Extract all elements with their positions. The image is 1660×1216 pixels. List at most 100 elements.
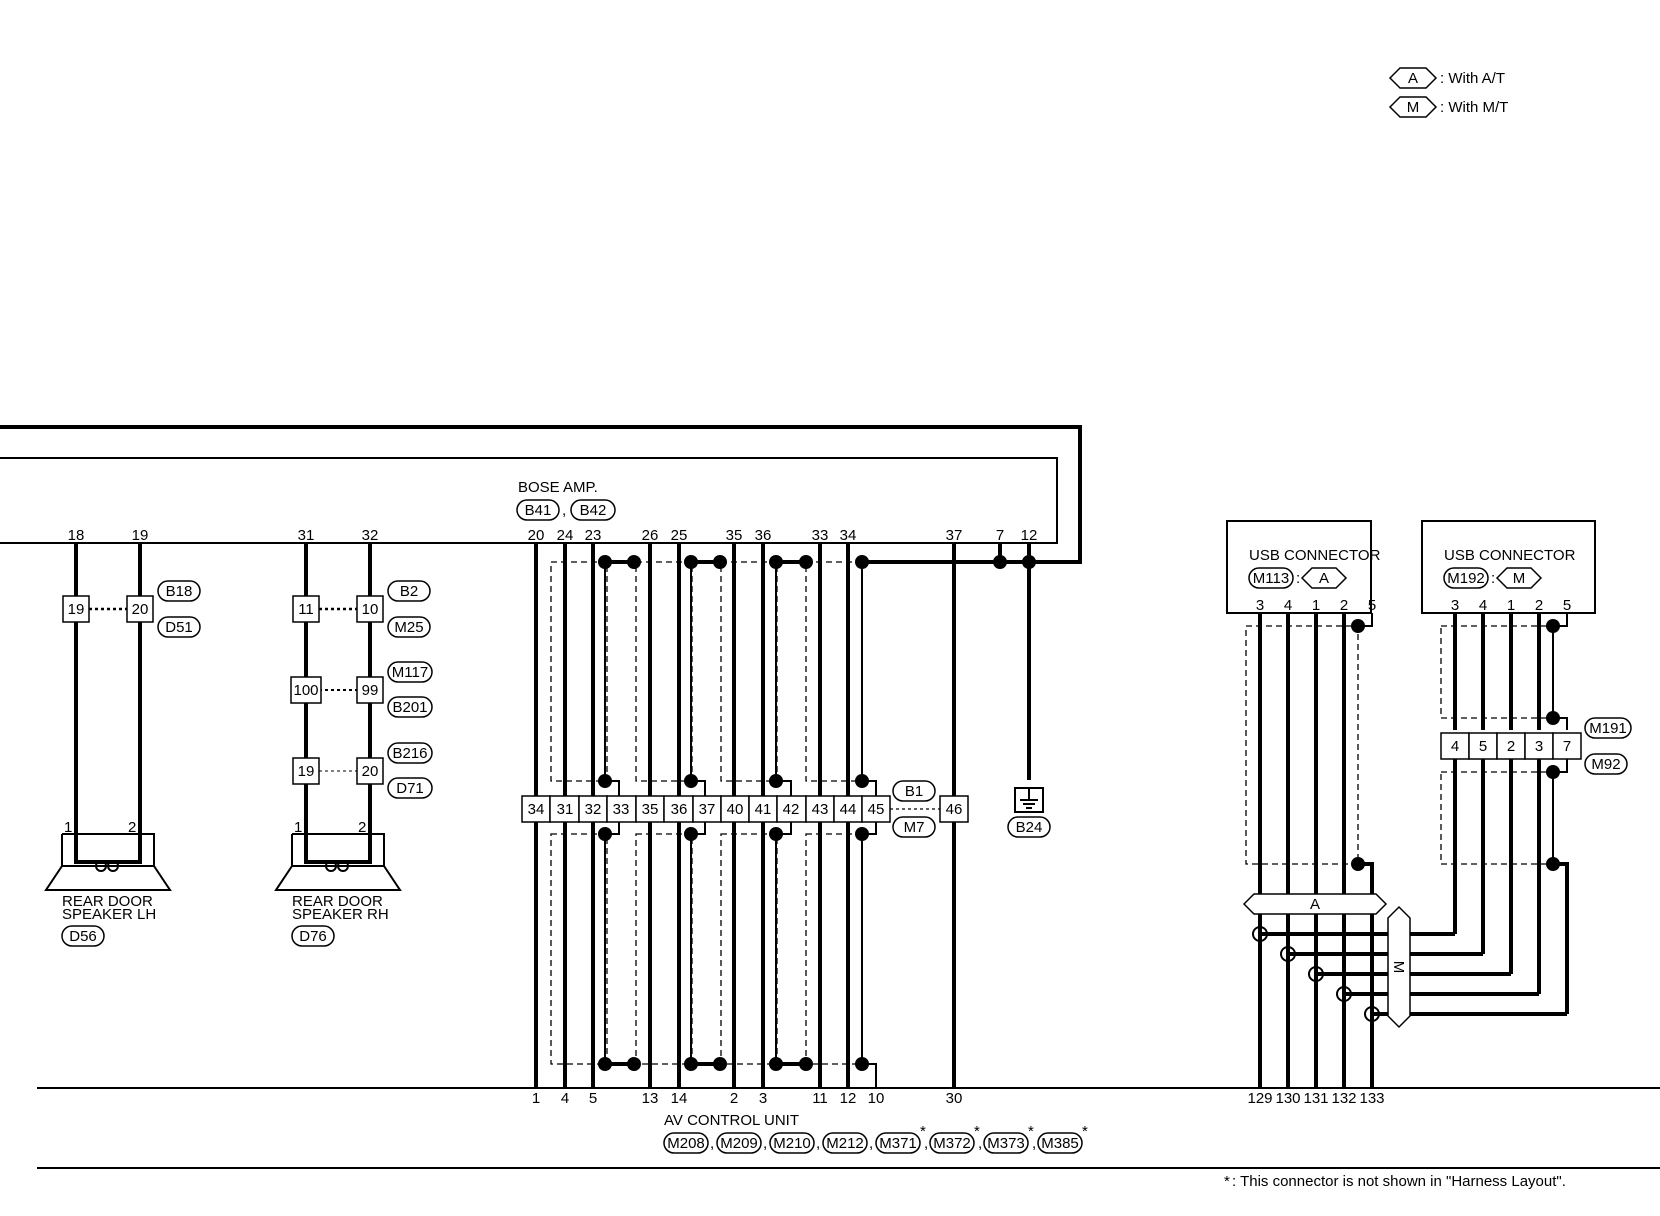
av-terminal: 30 [946, 1090, 963, 1107]
connector-tag-label: M25 [394, 619, 423, 636]
svg-text:*: * [920, 1123, 926, 1140]
usb-pin: 5 [1563, 597, 1571, 614]
usb-joint-cell: 5 [1479, 738, 1487, 755]
joint-cell: 37 [699, 801, 716, 818]
av-usb-terminal: 131 [1303, 1090, 1328, 1107]
footnote: * : This connector is not shown in "Harn… [1224, 1173, 1566, 1190]
usb-m-wiring: 4 5 2 3 7 M191 M92 [1252, 613, 1632, 1022]
speaker-id: D56 [69, 928, 97, 945]
connector-tag-d56 [61, 925, 105, 947]
connector-tag-label: B18 [166, 583, 193, 600]
av-terminal: 10 [868, 1090, 885, 1107]
speaker-pin: 1 [64, 819, 72, 836]
speaker-pin: 1 [294, 819, 302, 836]
usb-variant: M [1513, 570, 1526, 587]
terminal-label: 26 [642, 527, 659, 544]
connector-tag-label: M7 [904, 819, 925, 836]
av-terminal: 1 [532, 1090, 540, 1107]
terminal-label: 23 [585, 527, 602, 544]
terminal-label: 33 [812, 527, 829, 544]
svg-text:,: , [710, 1135, 714, 1152]
connector-tag-label: B201 [392, 699, 427, 716]
usb-pin: 3 [1451, 597, 1459, 614]
terminal-label: 32 [362, 527, 379, 544]
speaker-name-line2: SPEAKER RH [292, 906, 389, 923]
joint-cell-single: 46 [946, 801, 963, 818]
joint-cell: 35 [642, 801, 659, 818]
connector-tag-m25 [387, 616, 431, 638]
joint-right-pin: 10 [362, 601, 379, 618]
legend-m-code: M [1407, 99, 1420, 116]
connector-tag-label: M117 [392, 664, 428, 681]
terminal-label: 19 [132, 527, 149, 544]
usb-joint-cell: 7 [1563, 738, 1571, 755]
branch-markers: A M [1242, 893, 1411, 1029]
speaker-pin: 2 [358, 819, 366, 836]
joint-cell: 40 [727, 801, 744, 818]
connector-tag-label: M92 [1591, 756, 1620, 773]
joint-cell: 44 [840, 801, 857, 818]
branch-a-label: A [1310, 896, 1320, 913]
connector-tag-m92 [1584, 753, 1628, 775]
terminal-label: 24 [557, 527, 574, 544]
av-terminal: 5 [589, 1090, 597, 1107]
av-connector: M209 [720, 1135, 758, 1152]
connector-tag-b216 [387, 742, 433, 764]
svg-text:,: , [816, 1135, 820, 1152]
svg-text:*: * [974, 1123, 980, 1140]
joint-right-pin: 20 [362, 763, 379, 780]
joint-cell: 42 [783, 801, 800, 818]
terminal-label: 7 [996, 527, 1004, 544]
av-terminal: 12 [840, 1090, 857, 1107]
av-terminal: 2 [730, 1090, 738, 1107]
av-connector: M372 [933, 1135, 971, 1152]
av-usb-terminal: 132 [1331, 1090, 1356, 1107]
terminal-label: 31 [298, 527, 315, 544]
usb-joint-cell: 3 [1535, 738, 1543, 755]
bose-amp-connector-b41-label: B41 [525, 502, 552, 519]
legend: A : With A/T M : With M/T [1388, 67, 1508, 118]
joint-connector-b1-m7: 34 31 32 33 35 36 37 40 41 42 43 44 45 4… [521, 780, 969, 838]
joint-right-pin: 20 [132, 601, 149, 618]
svg-text::: : [1296, 570, 1300, 587]
joint-cell: 45 [868, 801, 885, 818]
connector-tag-label: B1 [905, 783, 923, 800]
usb-id: M192 [1447, 570, 1485, 587]
usb-id-tag [1443, 567, 1489, 589]
av-connector: M208 [667, 1135, 705, 1152]
bose-amp-outline: BOSE AMP. B41 , B42 [0, 425, 1082, 564]
joint-cell: 43 [812, 801, 829, 818]
terminal-label: 35 [726, 527, 743, 544]
branch-m-label: M [1390, 961, 1407, 974]
svg-text:*: * [1028, 1123, 1034, 1140]
usb-a-wiring [1245, 613, 1374, 1088]
svg-text:,: , [978, 1135, 982, 1152]
terminal-label: 25 [671, 527, 688, 544]
terminal-label: 12 [1021, 527, 1038, 544]
av-connector: M210 [773, 1135, 811, 1152]
ground-tag [1007, 816, 1051, 838]
connector-tag-m7 [892, 816, 936, 838]
ground-id: B24 [1016, 819, 1043, 836]
terminal-label: 36 [755, 527, 772, 544]
ground-b24: B24 [1007, 787, 1051, 838]
connector-tag-d76 [291, 925, 335, 947]
terminal-label: 37 [946, 527, 963, 544]
usb-title: USB CONNECTOR [1249, 547, 1381, 564]
av-terminal: 4 [561, 1090, 569, 1107]
bose-amp-connector-b42 [570, 499, 616, 521]
usb-variant-tag [1495, 567, 1543, 589]
legend-m-text: : With M/T [1440, 99, 1508, 116]
joint-cell: 34 [528, 801, 545, 818]
usb-joint-cell: 2 [1507, 738, 1515, 755]
terminal-label: 20 [528, 527, 545, 544]
joint-connector [356, 595, 384, 623]
usb-pin: 1 [1507, 597, 1515, 614]
joint-cell: 33 [613, 801, 630, 818]
audio-signal-wires [534, 543, 1031, 1088]
legend-a-text: : With A/T [1440, 70, 1505, 87]
speaker-pin: 2 [128, 819, 136, 836]
svg-text:,: , [869, 1135, 873, 1152]
svg-text:*: * [1082, 1123, 1088, 1140]
